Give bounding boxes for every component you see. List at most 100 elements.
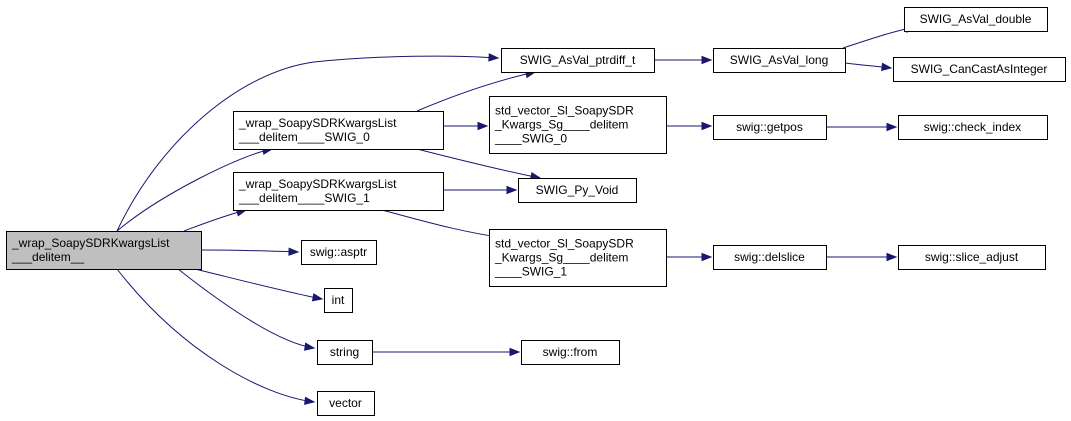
node-label-line: ___delitem____SWIG_1: [238, 191, 370, 205]
nodes-layer: _wrap_SoapySDRKwargsList___delitem___wra…: [6, 7, 1066, 416]
arrowhead: [509, 347, 521, 357]
edge-long-to-cancast: [844, 62, 893, 72]
node-ptrdiff[interactable]: SWIG_AsVal_ptrdiff_t: [501, 48, 655, 73]
arrowhead: [701, 55, 713, 65]
node-label-line: _Kwargs_Sg____delitem: [494, 118, 628, 132]
node-label-line: SWIG_AsVal_long: [730, 53, 829, 67]
node-label-line: swig::asptr: [310, 245, 367, 259]
arrowhead: [304, 396, 316, 405]
node-w1[interactable]: _wrap_SoapySDRKwargsList___delitem____SW…: [233, 172, 444, 211]
node-label-line: swig::delslice: [734, 250, 805, 264]
node-label-line: _wrap_SoapySDRKwargsList: [238, 177, 397, 191]
edge-root-to-asptr: [200, 247, 300, 256]
edge-string-to-from: [371, 347, 521, 357]
node-vector[interactable]: vector: [317, 391, 375, 416]
node-label-line: ____SWIG_1: [494, 265, 567, 279]
node-label-line: SWIG_Py_Void: [536, 183, 619, 197]
edge-line: [116, 268, 315, 403]
node-label-line: int: [332, 293, 345, 307]
node-double[interactable]: SWIG_AsVal_double: [904, 7, 1048, 32]
arrowhead: [701, 121, 713, 131]
arrowhead: [288, 247, 300, 256]
edge-w1-to-pyvoid: [442, 185, 518, 195]
edge-line: [194, 268, 323, 300]
arrowhead: [701, 252, 713, 262]
node-box[interactable]: [713, 115, 827, 140]
arrowhead: [304, 342, 316, 351]
node-checkidx[interactable]: swig::check_index: [898, 115, 1048, 140]
node-label-line: std_vector_Sl_SoapySDR: [495, 237, 634, 251]
arrowhead: [886, 252, 898, 262]
node-label-line: ___delitem__: [11, 250, 84, 264]
edge-line: [183, 209, 247, 232]
node-box[interactable]: [898, 245, 1046, 270]
arrowhead: [311, 293, 324, 302]
node-box[interactable]: [713, 48, 846, 73]
edge-line: [381, 209, 506, 239]
edge-line: [200, 249, 299, 253]
node-from[interactable]: swig::from: [521, 340, 620, 365]
arrowhead: [506, 185, 518, 195]
arrowhead: [477, 121, 489, 131]
node-box[interactable]: [489, 96, 667, 154]
node-box[interactable]: [898, 115, 1048, 140]
node-label-line: ____SWIG_0: [494, 132, 567, 146]
node-box[interactable]: [518, 178, 637, 203]
node-box[interactable]: [6, 231, 202, 270]
node-label-line: ___delitem____SWIG_0: [238, 130, 370, 144]
edge-delslice-to-sliceadj: [825, 252, 898, 262]
node-sv0[interactable]: std_vector_Sl_SoapySDR_Kwargs_Sg____deli…: [489, 96, 667, 154]
node-box[interactable]: [521, 340, 620, 365]
edge-sv0-to-getpos: [666, 121, 713, 131]
edge-line: [416, 71, 536, 112]
arrowhead: [886, 122, 898, 132]
node-box[interactable]: [317, 391, 375, 416]
node-cancast[interactable]: SWIG_CanCastAsInteger: [893, 57, 1066, 82]
node-label-line: swig::getpos: [736, 120, 803, 134]
edge-line: [177, 268, 315, 349]
node-sliceadj[interactable]: swig::slice_adjust: [898, 245, 1046, 270]
node-w0[interactable]: _wrap_SoapySDRKwargsList___delitem____SW…: [233, 111, 444, 150]
edge-w0-to-sv0: [443, 121, 489, 131]
node-box[interactable]: [317, 340, 373, 365]
node-delslice[interactable]: swig::delslice: [713, 245, 827, 270]
edge-line: [116, 148, 273, 232]
edge-root-to-int: [194, 268, 324, 302]
node-box[interactable]: [893, 57, 1066, 82]
node-box[interactable]: [324, 288, 353, 313]
node-label-line: swig::slice_adjust: [925, 250, 1019, 264]
node-box[interactable]: [501, 48, 655, 73]
node-int[interactable]: int: [324, 288, 353, 313]
edge-root-to-ptrdiff: [116, 53, 500, 232]
node-box[interactable]: [233, 172, 444, 211]
arrowhead: [488, 53, 500, 62]
node-asptr[interactable]: swig::asptr: [301, 240, 377, 265]
node-label-line: SWIG_CanCastAsInteger: [911, 62, 1048, 76]
edge-w1-to-sv1: [381, 209, 507, 241]
edge-line: [416, 148, 541, 179]
node-root[interactable]: _wrap_SoapySDRKwargsList___delitem__: [6, 231, 202, 270]
node-long[interactable]: SWIG_AsVal_long: [713, 48, 846, 73]
node-label-line: vector: [329, 396, 362, 410]
edge-root-to-string: [177, 268, 316, 351]
node-box[interactable]: [301, 240, 377, 265]
node-pyvoid[interactable]: SWIG_Py_Void: [518, 178, 637, 203]
edge-sv1-to-delslice: [665, 252, 713, 262]
arrowhead: [881, 62, 893, 72]
edges-layer: [116, 24, 917, 405]
node-box[interactable]: [233, 111, 444, 150]
node-label-line: std_vector_Sl_SoapySDR: [495, 104, 634, 118]
edge-root-to-w1: [183, 208, 248, 232]
node-label-line: _wrap_SoapySDRKwargsList: [11, 236, 170, 250]
edge-w0-to-pyvoid: [416, 148, 542, 181]
node-box[interactable]: [489, 229, 667, 287]
node-box[interactable]: [904, 7, 1048, 32]
node-getpos[interactable]: swig::getpos: [713, 115, 827, 140]
edge-root-to-vector: [116, 268, 316, 405]
node-sv1[interactable]: std_vector_Sl_SoapySDR_Kwargs_Sg____deli…: [489, 229, 667, 287]
node-box[interactable]: [713, 245, 827, 270]
edge-getpos-to-checkidx: [826, 122, 898, 132]
node-label-line: SWIG_AsVal_double: [920, 12, 1032, 26]
node-string[interactable]: string: [317, 340, 373, 365]
